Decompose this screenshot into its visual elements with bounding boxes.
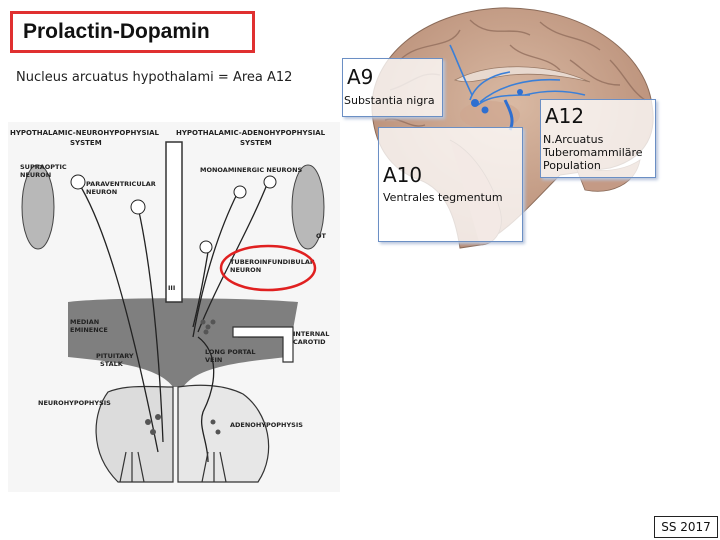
pituitary-stalk-label-2: STALK	[100, 360, 124, 368]
paraventricular-label-2: NEURON	[86, 188, 117, 196]
neurohypophysis-label: NEUROHYPOPHYSIS	[38, 399, 111, 407]
footer-box: SS 2017	[654, 516, 718, 538]
callout-a9: A9 Substantia nigra	[342, 58, 443, 117]
ot-label: OT	[316, 232, 327, 240]
substantia-nigra-label: Substantia nigra	[344, 94, 435, 107]
median-eminence-label-2: EMINENCE	[70, 326, 108, 334]
a9-label: A9	[347, 65, 374, 89]
third-ventricle-label: III	[168, 284, 175, 292]
right-system-label-1: HYPOTHALAMIC-ADENOHYPOPHYSIAL	[176, 129, 326, 137]
tuberoinfundibular-label-1: TUBEROINFUNDIBULAR	[230, 258, 315, 266]
right-system-label-2: SYSTEM	[240, 139, 272, 147]
portal-vein-label-1: LONG PORTAL	[205, 348, 256, 356]
paraventricular-label-1: PARAVENTRICULAR	[86, 180, 156, 188]
subtitle: Nucleus arcuatus hypothalami = Area A12	[16, 70, 293, 85]
median-eminence-label-1: MEDIAN	[70, 318, 99, 326]
tuberoinfundibular-label-2: NEURON	[230, 266, 261, 274]
ventrales-tegmentum-label: Ventrales tegmentum	[383, 191, 503, 204]
internal-carotid	[232, 326, 294, 363]
adenohypophysis-label: ADENOHYPOPHYSIS	[230, 421, 303, 429]
arcuatus-label: N.Arcuatus	[543, 133, 604, 146]
supraoptic-label-1: SUPRAOPTIC	[20, 163, 67, 171]
pituitary-stalk-label-1: PITUITARY	[96, 352, 134, 360]
title-box: Prolactin-Dopamin	[10, 11, 255, 53]
callout-a10: A10 Ventrales tegmentum	[378, 127, 523, 242]
a10-label: A10	[383, 163, 423, 187]
hypothalamic-pituitary-schematic: HYPOTHALAMIC-NEUROHYPOPHYSIAL SYSTEM HYP…	[8, 122, 340, 492]
population-label: Population	[543, 159, 601, 172]
internal-carotid-label-1: INTERNAL	[293, 330, 329, 338]
a12-label: A12	[545, 104, 585, 128]
third-ventricle	[165, 141, 183, 303]
left-system-label-2: SYSTEM	[70, 139, 102, 147]
left-system-label-1: HYPOTHALAMIC-NEUROHYPOPHYSIAL	[10, 129, 160, 137]
left-oval	[21, 164, 55, 250]
page-title: Prolactin-Dopamin	[23, 20, 210, 43]
median-eminence-region	[68, 298, 298, 387]
adenohypophysis-lobe	[177, 384, 270, 483]
supraoptic-label-2: NEURON	[20, 171, 51, 179]
footer-text: SS 2017	[661, 520, 711, 534]
monoaminergic-label: MONOAMINERGIC NEURONS	[200, 166, 303, 174]
internal-carotid-label-2: CAROTID	[293, 338, 326, 346]
tuberomammillaer-label: Tuberomammiläre	[543, 146, 643, 159]
portal-vein-label-2: VEIN	[205, 356, 222, 364]
neurohypophysis-lobe	[95, 385, 174, 483]
callout-a12: A12 N.Arcuatus Tuberomammiläre Populatio…	[540, 99, 656, 178]
